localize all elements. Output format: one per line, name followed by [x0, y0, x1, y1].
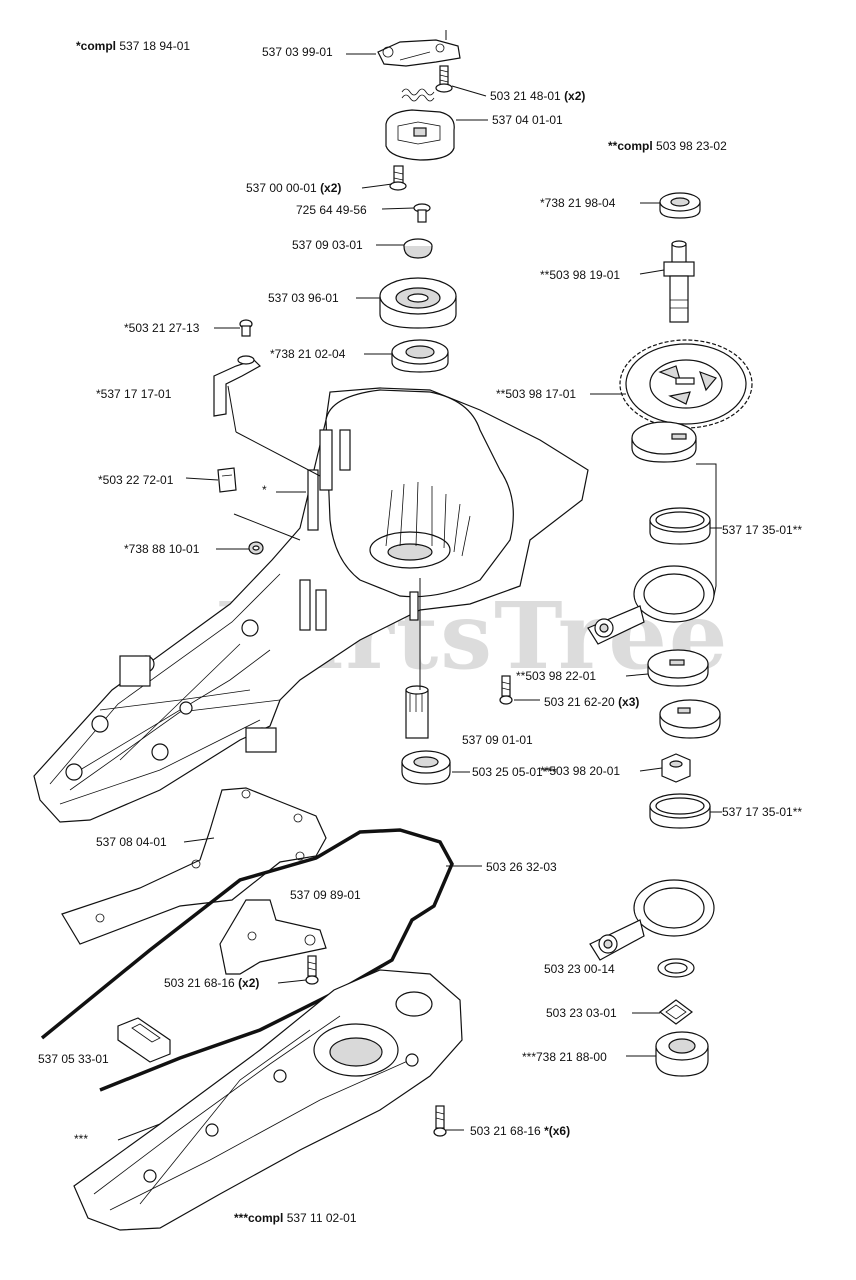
screw-725-64-49-56 [413, 203, 431, 223]
leader-lines [117, 30, 722, 1141]
screw-503-21-68-16-a [305, 955, 319, 985]
label-compl-537-18-94-01: *compl 537 18 94-01 [76, 39, 190, 53]
label-p-738-88-10-01: *738 88 10-01 [124, 542, 200, 556]
screw-503-21-48-01 [435, 65, 453, 93]
label-p-537-09-03-01: 537 09 03-01 [292, 238, 363, 252]
screw-503-21-27-13 [239, 319, 253, 337]
disc-lower [659, 699, 721, 739]
screw-537-00-00-01 [389, 165, 407, 191]
bearing-503-25-05-01 [401, 750, 451, 785]
clip-503-22-72-01 [217, 467, 237, 493]
cam-block [385, 109, 455, 161]
label-p-503-23-03-01: 503 23 03-01 [546, 1006, 617, 1020]
label-p-537-04-01-01: 537 04 01-01 [492, 113, 563, 127]
label-p-537-17-35-01-b: 537 17 35-01** [722, 805, 802, 819]
washer-537-16 [657, 958, 695, 978]
label-p-503-26-32-03: 503 26 32-03 [486, 860, 557, 874]
gear-503-98-17-01 [619, 339, 753, 429]
screw-503-21-68-16-b [433, 1105, 447, 1137]
label-p-537-09-01-01: 537 09 01-01 [462, 733, 533, 747]
label-p-503-21-48-01: 503 21 48-01 (x2) [490, 89, 585, 103]
lever-537-17-17-01 [213, 355, 261, 417]
label-p-537-05-33-01: 537 05 33-01 [38, 1052, 109, 1066]
nut-503-98-20-01 [661, 753, 691, 783]
disc-503-98-22-01 [647, 649, 709, 687]
label-p-503-21-27-13: *503 21 27-13 [124, 321, 200, 335]
connecting-rod-upper [587, 565, 715, 645]
label-p-503-98-20-01: **503 98 20-01 [540, 764, 620, 778]
connecting-rod-503-23-00-14 [589, 879, 715, 961]
label-p-537-17-35-01-a: 537 17 35-01** [722, 523, 802, 537]
disc-upper [631, 421, 697, 463]
label-p-537-03-96-01: 537 03 96-01 [268, 291, 339, 305]
part-labels: *compl 537 18 94-01 537 03 99-01 503 21 48… [38, 39, 802, 1225]
cover-plate [73, 969, 463, 1231]
bracket-537-09-89-01 [219, 899, 327, 975]
clip-503-23-03-01 [659, 999, 693, 1025]
label-p-738-21-88-00: ***738 21 88-00 [522, 1050, 607, 1064]
label-p-537-00-00-01: 537 00 00-01 (x2) [246, 181, 341, 195]
screw-503-21-62-20 [499, 675, 513, 705]
label-p-triple-star: *** [74, 1132, 88, 1146]
label-p-star: * [262, 483, 267, 497]
main-housing [33, 387, 589, 823]
label-p-738-21-02-04: *738 21 02-04 [270, 347, 346, 361]
label-p-503-21-68-16-b: 503 21 68-16 *(x6) [470, 1124, 570, 1138]
bearing-738-21-98-04 [659, 192, 701, 219]
label-p-503-21-62-20: 503 21 62-20 (x3) [544, 695, 639, 709]
label-p-503-23-00-14: 503 23 00-14 [544, 962, 615, 976]
lever-plate [377, 39, 461, 67]
cap-537-09-03-01 [403, 238, 433, 259]
ring-537-17-35-01-a [649, 507, 711, 545]
label-p-738-21-98-04: *738 21 98-04 [540, 196, 616, 210]
label-p-537-09-89-01: 537 09 89-01 [290, 888, 361, 902]
spring [401, 88, 435, 102]
shaft-503-98-19-01 [663, 240, 695, 323]
bearing-738-21-88-00 [655, 1031, 709, 1077]
label-compl-503-98-23-02: **compl 503 98 23-02 [608, 139, 727, 153]
gasket-plate-537-08-04-01 [61, 787, 327, 945]
grommet-738-88-10-01 [248, 541, 264, 555]
bearing-738-21-02-04 [391, 339, 449, 373]
label-p-503-25-05-01: 503 25 05-01*** [472, 765, 557, 779]
label-p-537-08-04-01: 537 08 04-01 [96, 835, 167, 849]
label-p-503-98-19-01: **503 98 19-01 [540, 268, 620, 282]
pinion-537-09-01-01 [405, 685, 429, 739]
gasket-cord-503-26-32-03 [40, 828, 454, 1092]
label-p-503-22-72-01: *503 22 72-01 [98, 473, 174, 487]
drum-537-03-96-01 [379, 277, 457, 329]
label-p-503-98-22-01: **503 98 22-01 [516, 669, 596, 683]
label-p-537-17-17-01: *537 17 17-01 [96, 387, 172, 401]
ring-537-17-35-01-b [649, 793, 711, 829]
slider-537-05-33-01 [117, 1017, 171, 1063]
label-p-537-03-99-01: 537 03 99-01 [262, 45, 333, 59]
label-p-503-21-68-16-a: 503 21 68-16 (x2) [164, 976, 259, 990]
label-p-503-98-17-01: **503 98 17-01 [496, 387, 576, 401]
label-compl-537-11-02-01: ***compl 537 11 02-01 [234, 1211, 357, 1225]
label-p-725-64-49-56: 725 64 49-56 [296, 203, 367, 217]
